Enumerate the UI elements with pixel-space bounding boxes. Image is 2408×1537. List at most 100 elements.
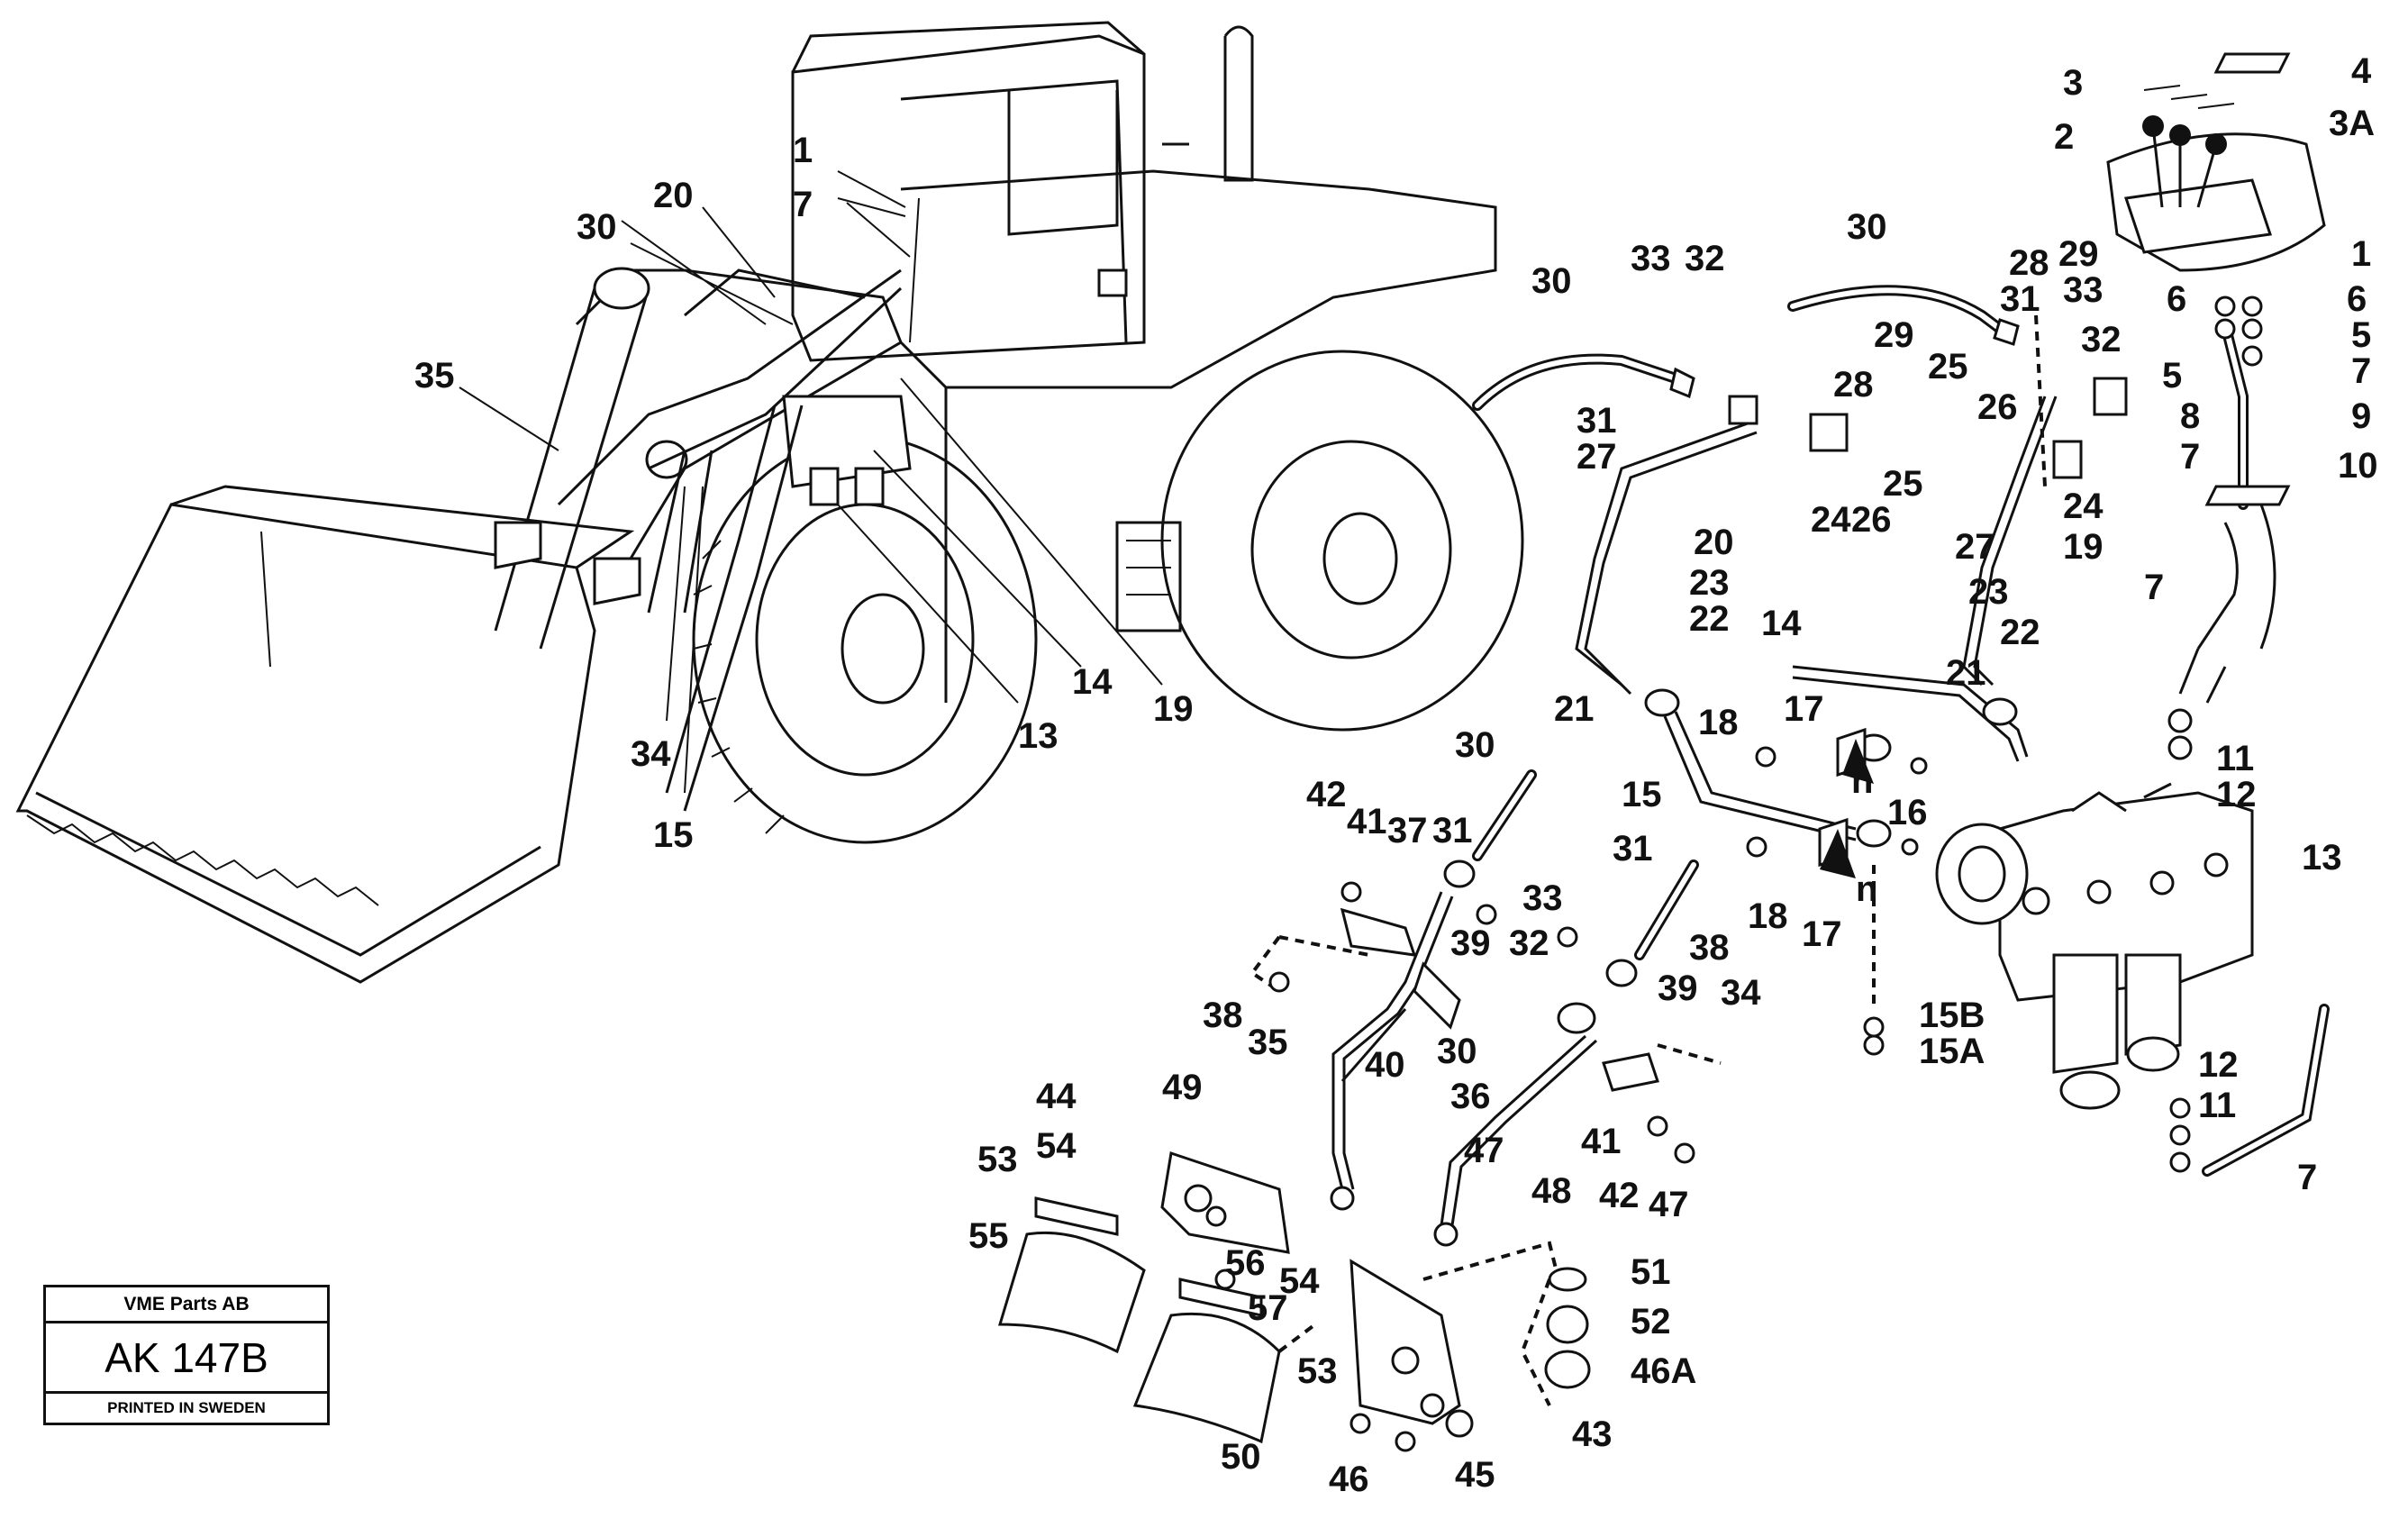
callout: 9 — [2351, 396, 2371, 436]
callout: 32 — [1685, 239, 1725, 278]
callout: 46A — [1631, 1351, 1696, 1391]
callout: 30 — [577, 207, 617, 247]
callout: 47 — [1649, 1185, 1689, 1224]
callout: 57 — [1248, 1288, 1288, 1328]
callout: 46 — [1329, 1460, 1369, 1499]
callout: 35 — [1248, 1023, 1288, 1062]
callout: 42 — [1599, 1176, 1640, 1215]
callout: 36 — [1450, 1077, 1491, 1116]
callout: 15B — [1919, 996, 1985, 1035]
callout: 31 — [1577, 401, 1617, 441]
callout: 47 — [1464, 1131, 1504, 1170]
callout-labels: 1 7 20 30 35 34 15 13 14 19 30 33 32 31 … — [414, 51, 2378, 1499]
title-block: VME Parts AB AK 147B PRINTED IN SWEDEN — [43, 1285, 330, 1425]
callout: 18 — [1698, 703, 1739, 742]
callout: 14 — [1761, 604, 1802, 643]
callout: 28 — [2009, 243, 2049, 283]
callout: 27 — [1955, 527, 1995, 567]
callout: 40 — [1365, 1045, 1405, 1085]
callout: 38 — [1203, 996, 1243, 1035]
callout: 3 — [2063, 63, 2083, 103]
callout: 50 — [1221, 1437, 1261, 1477]
callout: 7 — [2180, 437, 2200, 477]
callout: 30 — [1531, 261, 1572, 301]
callout: 8 — [2180, 396, 2200, 436]
callout: 13 — [2302, 838, 2342, 878]
callout: 7 — [2351, 351, 2371, 391]
callout: 33 — [2063, 270, 2104, 310]
control-lever-assembly — [2106, 52, 2330, 1177]
callout: 41 — [1581, 1122, 1622, 1161]
callout: 38 — [1689, 928, 1730, 968]
callout: 14 — [1072, 662, 1113, 702]
main-control-valve-13 — [1935, 782, 2254, 1110]
callout: 25 — [1883, 464, 1923, 504]
callout: 19 — [1153, 689, 1194, 729]
callout: 22 — [1689, 599, 1730, 639]
callout: 29 — [2058, 234, 2099, 274]
callout: 33 — [1631, 239, 1671, 278]
callout: 54 — [1036, 1126, 1077, 1166]
callout: 11 — [2198, 1086, 2236, 1125]
callout: 7 — [2144, 568, 2164, 607]
callout: 29 — [1874, 315, 1914, 355]
callout: 15A — [1919, 1032, 1985, 1071]
callout: 17 — [1784, 689, 1824, 729]
callout: 7 — [793, 185, 813, 224]
callout: 39 — [1658, 969, 1698, 1008]
callout: 18 — [1748, 896, 1788, 936]
callout: 1 — [2351, 234, 2371, 274]
callout: n — [1856, 869, 1877, 909]
callout: 15 — [1622, 775, 1662, 814]
callout: 16 — [1887, 793, 1928, 832]
callout: 2 — [2054, 117, 2074, 157]
callout: 25 — [1928, 347, 1968, 387]
callout: 26 — [1977, 387, 2018, 427]
callout: 34 — [1721, 973, 1761, 1013]
callout: 53 — [1297, 1351, 1338, 1391]
callout: 13 — [1018, 716, 1059, 756]
callout: 32 — [1509, 923, 1549, 963]
callout: 21 — [1554, 689, 1595, 729]
callout: 24 — [2063, 487, 2104, 526]
callout: 32 — [2081, 320, 2122, 359]
callout: 26 — [1851, 500, 1892, 540]
callout: 51 — [1631, 1252, 1671, 1292]
callout: 20 — [653, 176, 694, 215]
callout: 12 — [2216, 775, 2257, 814]
callout: 34 — [631, 734, 671, 774]
company-name: VME Parts AB — [46, 1287, 327, 1323]
callout: 15 — [653, 815, 694, 855]
printed-note: PRINTED IN SWEDEN — [107, 1399, 266, 1416]
drawing-number: AK 147B — [46, 1323, 327, 1394]
callout: 10 — [2338, 446, 2378, 486]
callout: 56 — [1225, 1243, 1266, 1283]
callout: 6 — [2167, 279, 2186, 319]
wheel-loader-drawing — [15, 21, 1524, 984]
callout: 53 — [977, 1140, 1018, 1179]
callout: 37 — [1387, 811, 1428, 850]
callout: 12 — [2198, 1045, 2239, 1085]
callout: 31 — [1432, 811, 1473, 850]
callout: 44 — [1036, 1077, 1077, 1116]
callout: n — [1851, 761, 1873, 801]
callout: 30 — [1437, 1032, 1477, 1071]
callout: 4 — [2351, 51, 2372, 91]
callout: 52 — [1631, 1302, 1671, 1341]
callout: 6 — [2347, 279, 2367, 319]
callout: 33 — [1522, 878, 1563, 918]
callout: 23 — [1689, 563, 1730, 603]
callout: 49 — [1162, 1068, 1203, 1107]
callout: 31 — [1613, 829, 1653, 869]
callout: 30 — [1455, 725, 1495, 765]
callout: 41 — [1347, 802, 1387, 841]
callout: 3A — [2329, 104, 2375, 143]
lower-assemblies — [997, 769, 1722, 1452]
callout: 22 — [2000, 613, 2040, 652]
callout: 1 — [793, 131, 813, 170]
callout: 35 — [414, 356, 455, 396]
callout: 27 — [1577, 437, 1617, 477]
callout: 39 — [1450, 923, 1491, 963]
callout: 31 — [2000, 279, 2040, 319]
